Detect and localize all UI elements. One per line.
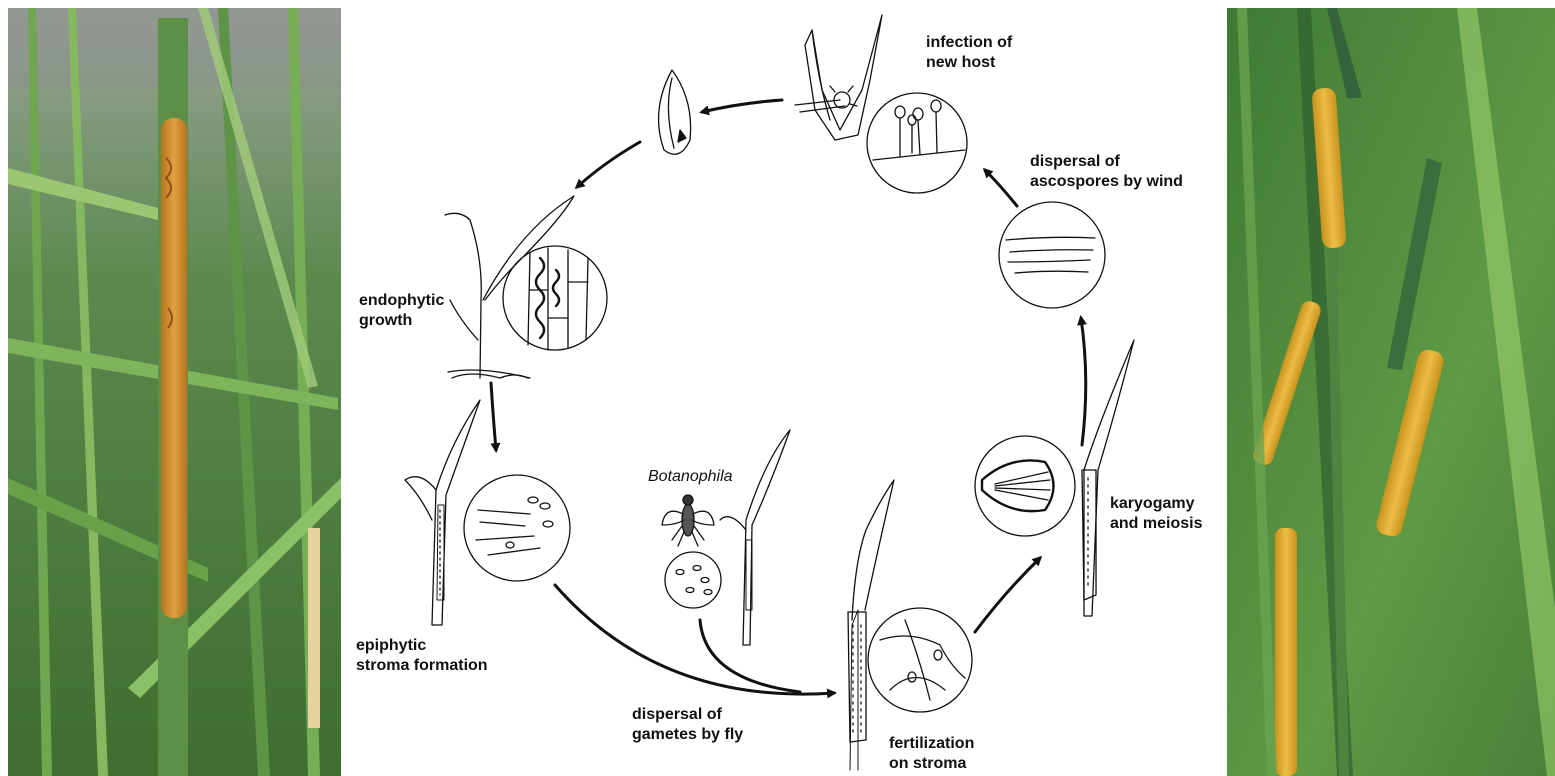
epiphytic-stroma-illustration bbox=[405, 400, 480, 625]
perithecium-circle bbox=[975, 436, 1075, 536]
arrow-fertilization-to-meiosis bbox=[975, 558, 1040, 632]
fertilization-hyphae-circle bbox=[868, 608, 972, 712]
photo-left-orange-stroma bbox=[8, 8, 341, 776]
label-karyogamy-meiosis: karyogamy and meiosis bbox=[1110, 494, 1202, 534]
spikelet-illustration bbox=[795, 15, 882, 140]
grass-near-fly-illustration bbox=[720, 430, 790, 645]
arrow-seed-to-seedling bbox=[577, 142, 640, 187]
arrow-ascospores-to-infection bbox=[985, 170, 1017, 206]
arrow-meiosis-to-ascospores bbox=[1081, 318, 1086, 445]
arrow-spikelet-to-seed bbox=[702, 100, 782, 112]
seedling-illustration bbox=[445, 196, 574, 378]
label-infection-new-host: infection of new host bbox=[926, 33, 1012, 73]
label-ascospore-dispersal: dispersal of ascospores by wind bbox=[1030, 152, 1183, 192]
label-endophytic-growth: endophytic growth bbox=[359, 291, 444, 331]
seed-illustration bbox=[659, 70, 691, 154]
endophytic-hyphae-circle bbox=[503, 246, 607, 350]
arrow-seedling-to-stroma bbox=[491, 383, 496, 450]
label-botanophila: Botanophila bbox=[648, 467, 733, 487]
stroma-hyphae-circle bbox=[464, 475, 570, 581]
cycle-arrows bbox=[491, 100, 1086, 694]
arrow-stroma-to-fertilization bbox=[555, 585, 834, 694]
photo-right-yellow-stromata bbox=[1227, 8, 1555, 776]
label-epiphytic-stroma: epiphytic stroma formation bbox=[356, 636, 488, 676]
karyogamy-stroma-illustration bbox=[1082, 340, 1134, 616]
label-fertilization: fertilization on stroma bbox=[889, 734, 974, 774]
fly-illustration bbox=[662, 495, 714, 546]
gametes-circle bbox=[665, 552, 721, 608]
ascospores-circle bbox=[999, 202, 1105, 308]
label-gamete-dispersal: dispersal of gametes by fly bbox=[632, 705, 743, 745]
infection-hyphae-circle bbox=[867, 93, 967, 193]
fertilized-stroma-illustration bbox=[848, 480, 894, 770]
